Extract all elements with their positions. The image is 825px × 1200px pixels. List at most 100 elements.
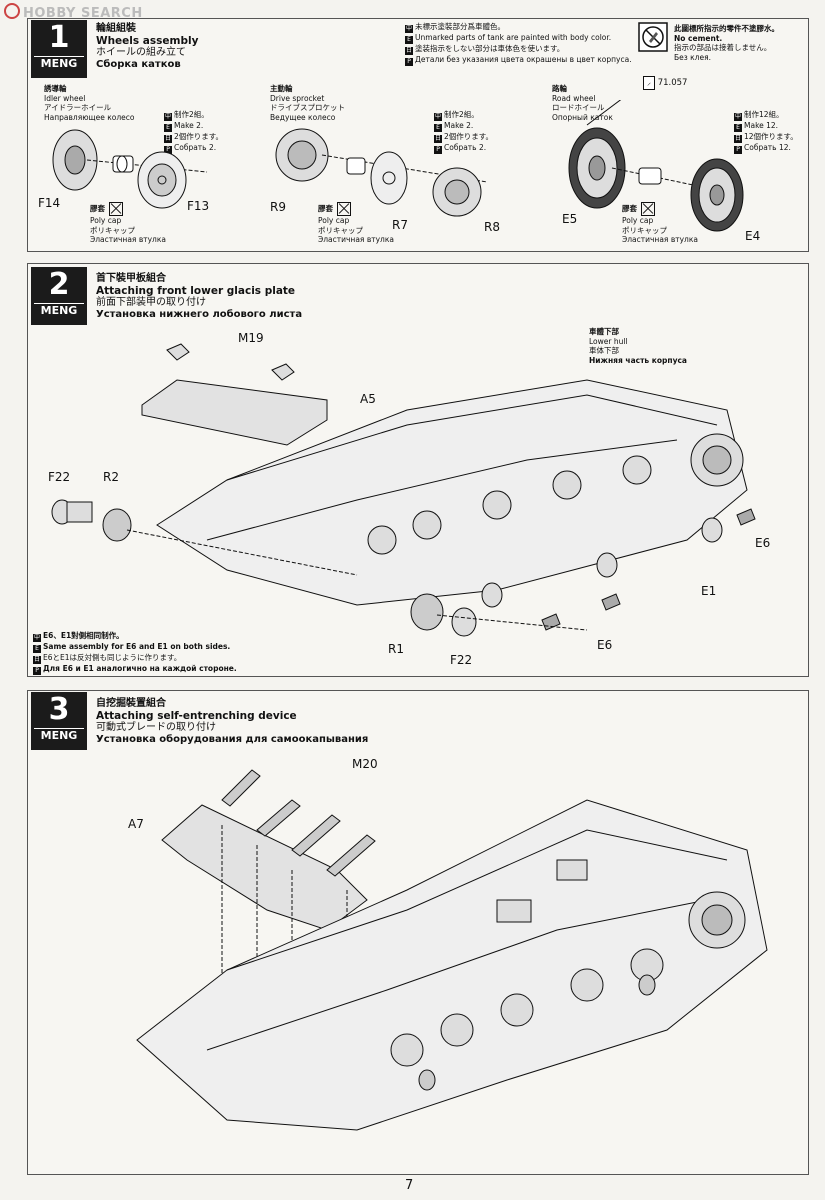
step2-title-en: Attaching front lower glacis plate [96,285,296,297]
idler-make-ja: 2個作ります。 [174,132,224,141]
step1-brand: MENG [34,56,84,71]
paint-code-box: ⸝ 71.057 [643,76,687,90]
nocement-zh: 此圖標所指示的零件不塗膠水。 [674,24,779,33]
sprocket-make-en: Make 2. [444,121,474,130]
watermark: HOBBY SEARCH [4,3,143,21]
step2-number: 2 [48,267,70,302]
road-ja: ロードホイール [552,103,605,112]
step1-no-cement-note: 此圖標所指示的零件不塗膠水。 No cement. 指示の部品は接着しません。 … [674,24,779,62]
step2-title-ja: 前面下部装甲の取り付け [96,297,206,308]
en-flag-icon: E [405,36,413,44]
note-ru: Детали без указания цвета окрашены в цве… [415,55,632,64]
part-label-R2: R2 [103,470,119,484]
en-flag-icon: E [734,124,742,132]
polycap-zh: 膠套 [622,204,637,213]
polycap-label-3: 膠套 Poly cap ポリキャップ Эластичная втулка [622,202,698,245]
step1-title-zh: 輪組組裝 [96,23,136,34]
idler-ru: Направляющее колесо [44,112,135,122]
sprocket-make-ja: 2個作ります。 [444,132,494,141]
step1-number: 1 [48,20,70,55]
lower-hull-label: 車體下部 Lower hull 車体下部 Нижняя часть корпус… [589,327,687,365]
polycap-en: Poly cap [90,216,122,225]
idler-zh: 誘導輪 [44,84,67,93]
ru-flag-icon: Р [164,146,172,154]
idler-make-zh: 制作2組。 [174,110,209,119]
step3-title-zh: 自挖掘裝置組合 [96,698,166,709]
idler-make-ru: Собрать 2. [174,143,217,152]
note-ja: 塗装指示をしない部分は車体色を使います。 [415,44,565,53]
step1-wheel-drawings [52,100,744,232]
ru-flag-icon: Р [734,146,742,154]
sprocket-make-zh: 制作2組。 [444,110,479,119]
part-label-F14: F14 [38,196,61,210]
ja-flag-icon: 日 [405,47,413,55]
idler-make-en: Make 2. [174,121,204,130]
part-label-R9: R9 [270,200,286,214]
road-ru: Опорный каток [552,112,613,122]
polycap-label-2: 膠套 Poly cap ポリキャップ Эластичная втулка [318,202,394,245]
ja-flag-icon: 日 [33,656,41,664]
step3-title: 自挖掘裝置組合 Attaching self-entrenching devic… [96,698,368,746]
page-number: 7 [405,1178,414,1193]
step3-hull-drawing [136,769,768,1131]
step2-brand: MENG [34,303,84,318]
nocement-en: No cement. [674,33,723,43]
sprocket-zh: 主動輪 [270,84,293,93]
polycap-ru: Эластичная втулка [90,235,166,244]
polycap-en: Poly cap [318,216,350,225]
part-label-R8: R8 [484,220,500,234]
hull-ja: 車体下部 [589,346,619,355]
road-make-en: Make 12. [744,121,779,130]
part-label-F22-bottom: F22 [450,653,473,667]
step2-hull-drawing [51,343,756,637]
part-label-F13: F13 [187,199,210,213]
idler-wheel-label: 誘導輪 Idler wheel アイドラーホイール Направляющее к… [44,84,134,122]
drive-sprocket-label: 主動輪 Drive sprocket ドライブスプロケット Ведущее ко… [270,84,345,122]
nocement-ja: 指示の部品は接着しません。 [674,43,772,52]
part-label-M20: M20 [352,757,378,771]
no-cement-icon [337,202,351,216]
step1-title-en: Wheels assembly [96,35,199,47]
en-flag-icon: E [434,124,442,132]
polycap-ja: ポリキャップ [90,225,135,235]
nocement-ru: Без клея. [674,52,711,62]
zh-flag-icon: 中 [164,113,172,121]
idler-en: Idler wheel [44,93,86,103]
road-zh: 路輪 [552,84,567,93]
part-label-A7: A7 [128,817,144,831]
step3-title-ja: 可動式ブレードの取り付け [96,722,216,733]
step3-title-en: Attaching self-entrenching device [96,710,297,722]
road-make-ru: Собрать 12. [744,143,791,152]
step1-badge: 1 MENG [31,20,87,78]
note-zh: 未標示塗裝部分爲車體色。 [415,22,505,31]
part-label-E1: E1 [701,584,717,598]
hull-zh: 車體下部 [589,327,619,336]
polycap-ja: ポリキャップ [318,225,363,235]
polycap-ru: Эластичная втулка [318,235,394,244]
part-label-R7: R7 [392,218,408,232]
step1-panel [27,18,809,252]
hull-en: Lower hull [589,336,628,346]
ja-flag-icon: 日 [434,135,442,143]
part-label-R1: R1 [388,642,404,656]
part-label-F22-left: F22 [48,470,71,484]
polycap-label-1: 膠套 Poly cap ポリキャップ Эластичная втулка [90,202,166,245]
road-make-zh: 制作12組。 [744,110,784,119]
step3-brand: MENG [34,728,84,743]
ru-flag-icon: Р [405,58,413,66]
step1-title: 輪組組裝 Wheels assembly ホイールの組み立て Сборка ка… [96,23,198,71]
no-cement-icon [641,202,655,216]
zh-flag-icon: 中 [405,25,413,33]
en-flag-icon: E [164,124,172,132]
ru-flag-icon: Р [434,146,442,154]
step3-number: 3 [48,692,70,727]
idler-ja: アイドラーホイール [44,103,112,112]
step3-badge: 3 MENG [31,692,87,750]
polycap-en: Poly cap [622,216,654,225]
watermark-logo-icon [4,3,20,19]
step1-title-ru: Сборка катков [96,59,181,70]
zh-flag-icon: 中 [33,634,41,642]
part-label-E6-right: E6 [755,536,771,550]
part-label-E4: E4 [745,229,761,243]
